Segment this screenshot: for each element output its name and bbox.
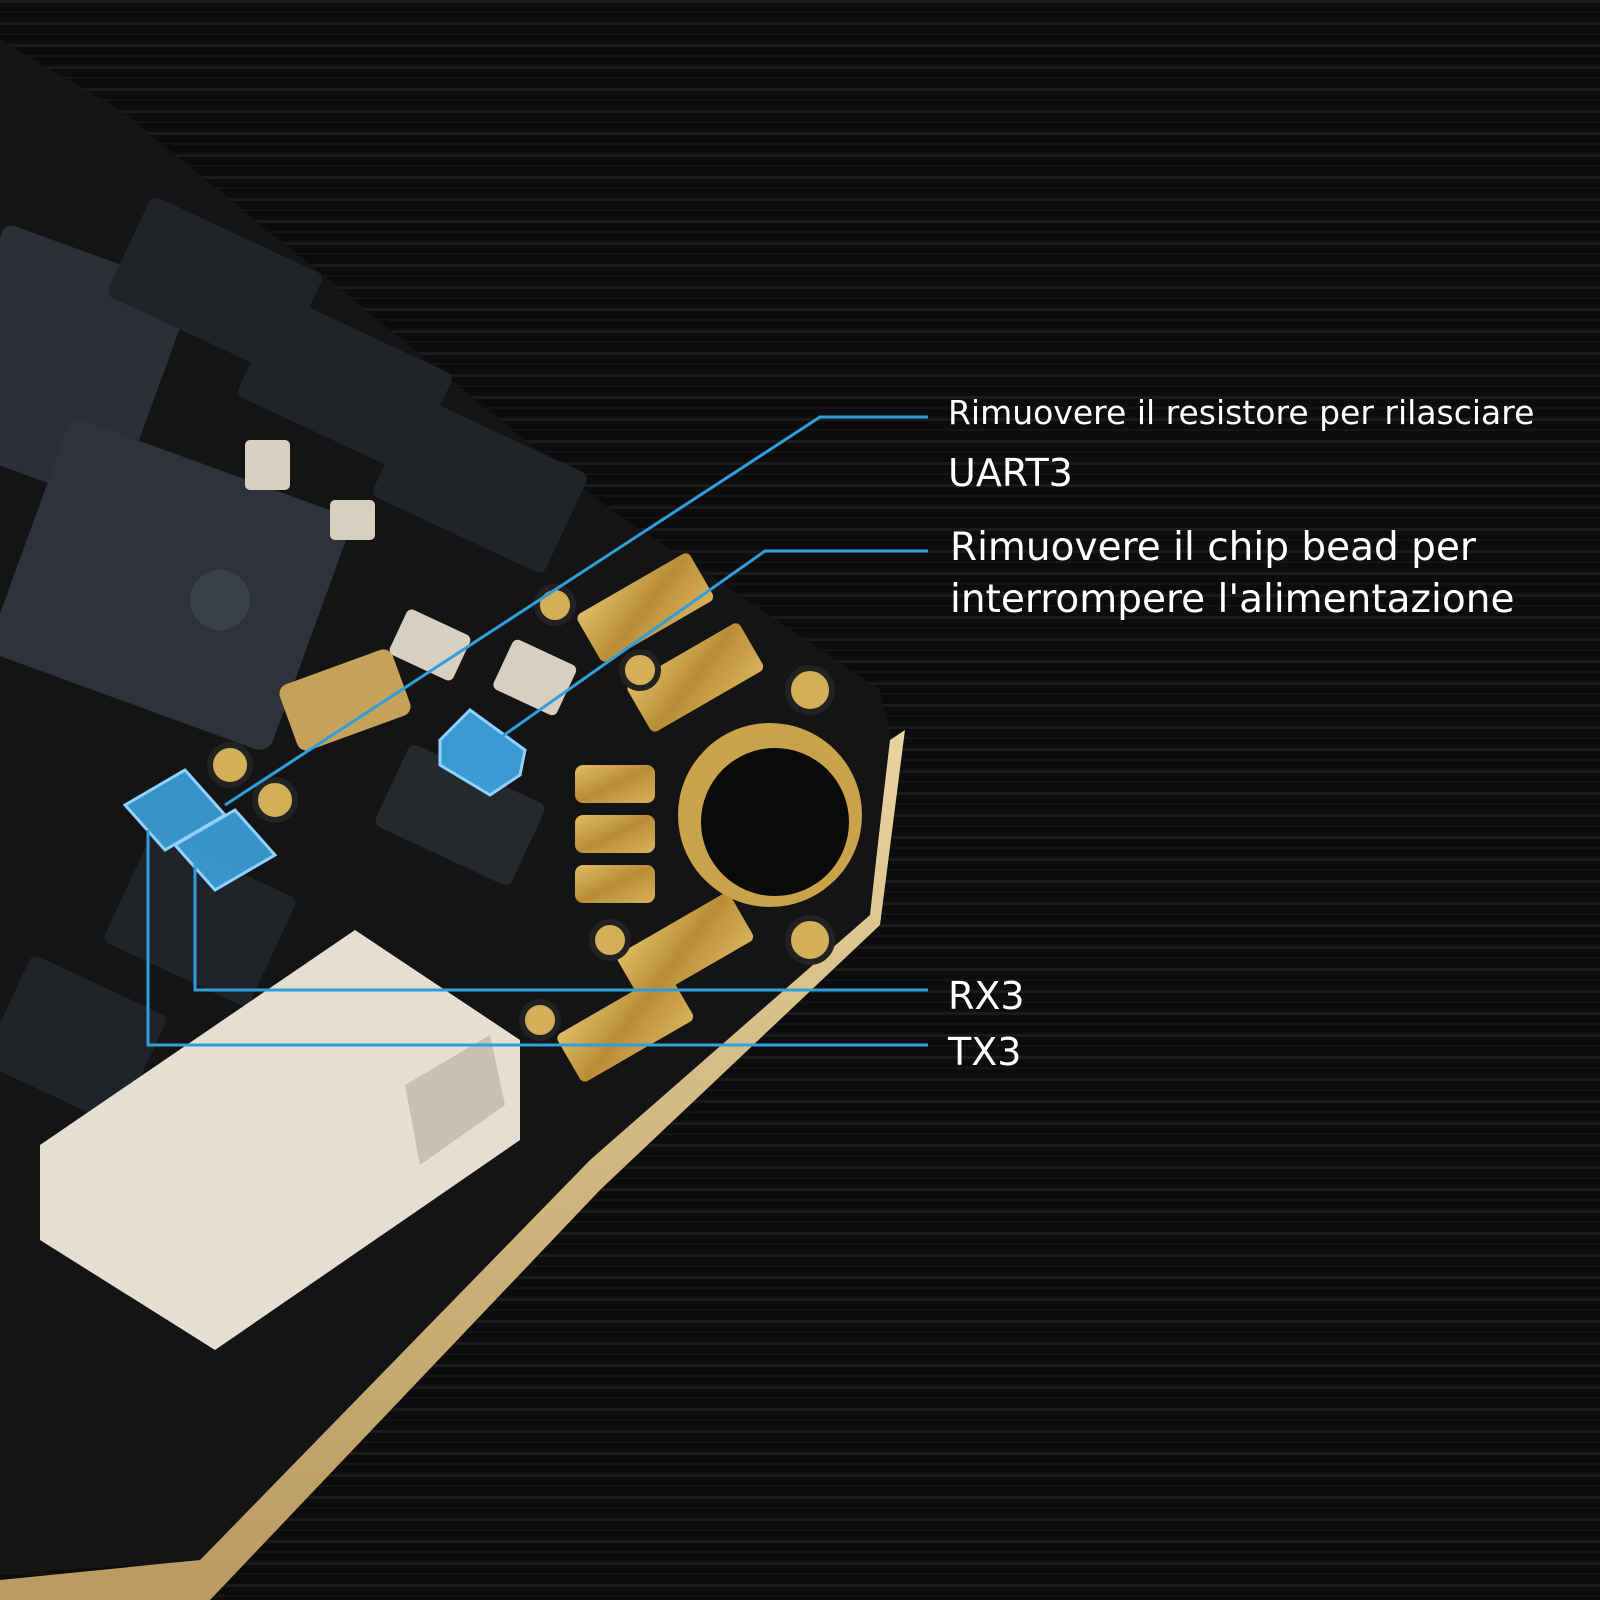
callout-lines	[146, 415, 928, 1047]
regulator-chip	[375, 745, 545, 885]
crystal	[279, 649, 411, 751]
callout-line-bead	[489, 549, 928, 747]
mosfet-group	[0, 197, 587, 1124]
annotation-tx3: TX3	[948, 1030, 1022, 1074]
callout-line-tx3	[146, 830, 928, 1047]
passive-components	[245, 440, 577, 716]
annotation-resistor-line2: UART3	[948, 451, 1073, 495]
annotation-bead-line2: interrompere l'alimentazione	[950, 577, 1515, 622]
uart3-resistor-highlight	[122, 768, 278, 892]
mounting-hole-inner	[701, 748, 849, 896]
jst-connector	[40, 930, 520, 1350]
vias	[207, 584, 835, 1041]
chip-bead-highlight	[438, 708, 527, 797]
callout-line-resistor	[224, 415, 928, 807]
gold-pads	[557, 553, 764, 1082]
ic-chip-logo	[190, 570, 250, 630]
annotation-bead-line1: Rimuovere il chip bead per	[950, 525, 1476, 570]
annotation-resistor-line1: Rimuovere il resistore per rilasciare	[948, 393, 1535, 432]
annotation-rx3: RX3	[948, 974, 1025, 1018]
jst-connector-socket	[405, 1035, 505, 1165]
ic-chip-main	[0, 420, 350, 750]
callout-line-rx3	[193, 860, 928, 992]
